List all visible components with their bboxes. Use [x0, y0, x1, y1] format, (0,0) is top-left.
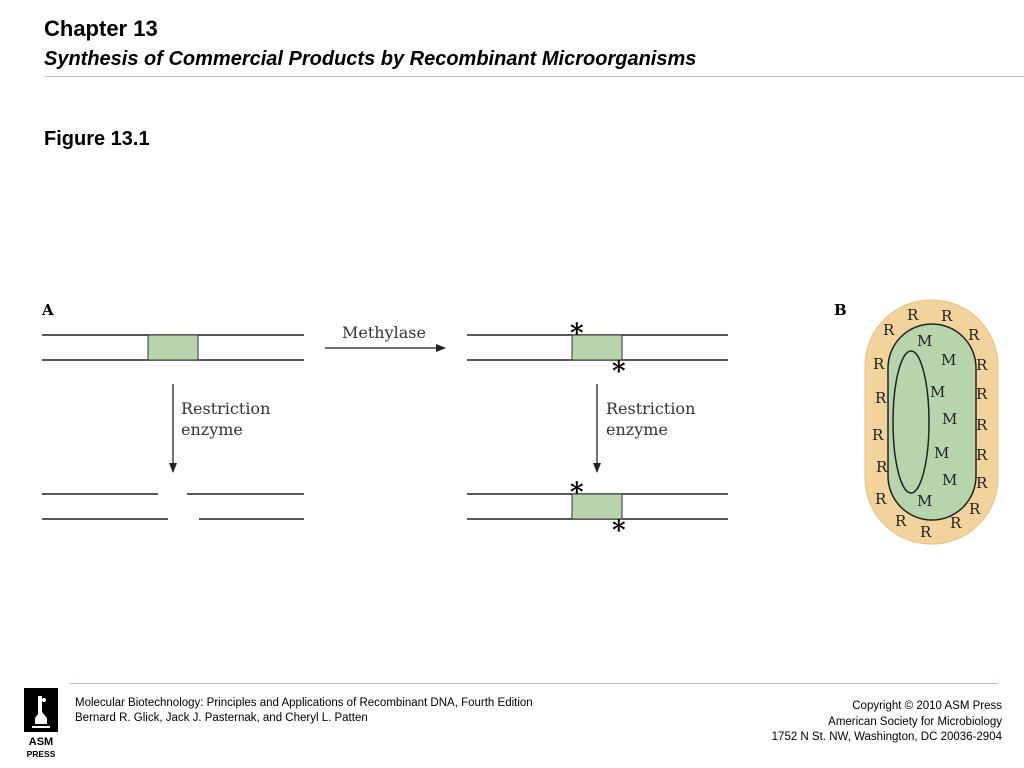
panel-a-label: A [41, 301, 54, 319]
restriction-enzyme-r: R [969, 500, 981, 518]
footer-divider [70, 683, 998, 684]
restriction-enzyme-r: R [873, 355, 885, 373]
restriction-label-line1: Restriction [181, 399, 270, 418]
methylase-m: M [930, 383, 945, 401]
restriction-step-right: Restriction enzyme [593, 384, 695, 473]
methyl-mark: * [612, 357, 626, 387]
cell-inner-membrane [887, 323, 977, 521]
restriction-enzyme-r: R [872, 426, 884, 444]
recognition-site [147, 334, 199, 361]
chapter-subtitle: Synthesis of Commercial Products by Reco… [44, 48, 697, 70]
restriction-step-left: Restriction enzyme [169, 384, 270, 473]
restriction-enzyme-r: R [941, 307, 953, 325]
restriction-enzyme-r: R [968, 326, 980, 344]
restriction-enzyme-r: R [976, 474, 988, 492]
dna-unmethylated [42, 334, 304, 361]
book-authors: Bernard R. Glick, Jack J. Pasternak, and… [75, 712, 368, 724]
restriction-label-line1: Restriction [606, 399, 695, 418]
copyright: Copyright © 2010 ASM Press [852, 700, 1002, 712]
restriction-enzyme-r: R [875, 389, 887, 407]
panel-b: B R R R R R R R R R R R R R R R R R R M … [834, 299, 999, 545]
restriction-enzyme-r: R [976, 446, 988, 464]
methylated-site [571, 493, 623, 520]
footer-book-info: Molecular Biotechnology: Principles and … [75, 696, 533, 726]
dna-protected: * * [467, 478, 728, 546]
methylated-site [571, 334, 623, 361]
methyl-mark: * [570, 319, 584, 349]
restriction-enzyme-r: R [895, 512, 907, 530]
methylase-m: M [934, 444, 949, 462]
panel-b-label: B [834, 301, 847, 319]
restriction-enzyme-labels: R R R R R R R R R R R R R R R R R R [872, 306, 988, 541]
methylase-m: M [917, 492, 932, 510]
logo-text: PRESS [27, 749, 56, 759]
figure-diagram: A Methylase * * Restriction enzyme [41, 299, 999, 546]
restriction-enzyme-r: R [976, 385, 988, 403]
methylase-m: M [942, 410, 957, 428]
publisher: American Society for Microbiology [828, 715, 1002, 728]
logo-text: ASM [29, 736, 53, 748]
restriction-enzyme-r: R [876, 458, 888, 476]
restriction-enzyme-r: R [976, 356, 988, 374]
restriction-label-line2: enzyme [181, 420, 243, 439]
address: 1752 N St. NW, Washington, DC 20036-2904 [771, 731, 1002, 743]
asm-press-logo: ASM PRESS [24, 688, 58, 759]
restriction-enzyme-r: R [907, 306, 919, 324]
book-title: Molecular Biotechnology: Principles and … [75, 697, 533, 709]
methylase-step: Methylase [325, 323, 446, 352]
methyl-mark: * [612, 516, 626, 546]
chapter-title: Chapter 13 [44, 16, 158, 41]
dna-cleaved [42, 493, 304, 520]
nucleoid [892, 350, 930, 494]
methylase-label: Methylase [342, 323, 426, 342]
dna-methylated: * * [467, 319, 728, 387]
restriction-enzyme-r: R [883, 321, 895, 339]
methylase-labels: M M M M M M M [917, 332, 957, 510]
methylase-m: M [942, 471, 957, 489]
restriction-enzyme-r: R [875, 490, 887, 508]
figure-label: Figure 13.1 [44, 128, 150, 150]
restriction-enzyme-r: R [920, 523, 932, 541]
header-divider [44, 76, 1024, 77]
restriction-enzyme-r: R [950, 514, 962, 532]
methylase-m: M [941, 351, 956, 369]
restriction-enzyme-r: R [976, 416, 988, 434]
methyl-mark: * [570, 478, 584, 508]
restriction-label-line2: enzyme [606, 420, 668, 439]
footer-publisher-info: Copyright © 2010 ASM Press American Soci… [772, 699, 1002, 746]
panel-a: A Methylase * * Restriction enzyme [41, 301, 728, 546]
methylase-m: M [917, 332, 932, 350]
